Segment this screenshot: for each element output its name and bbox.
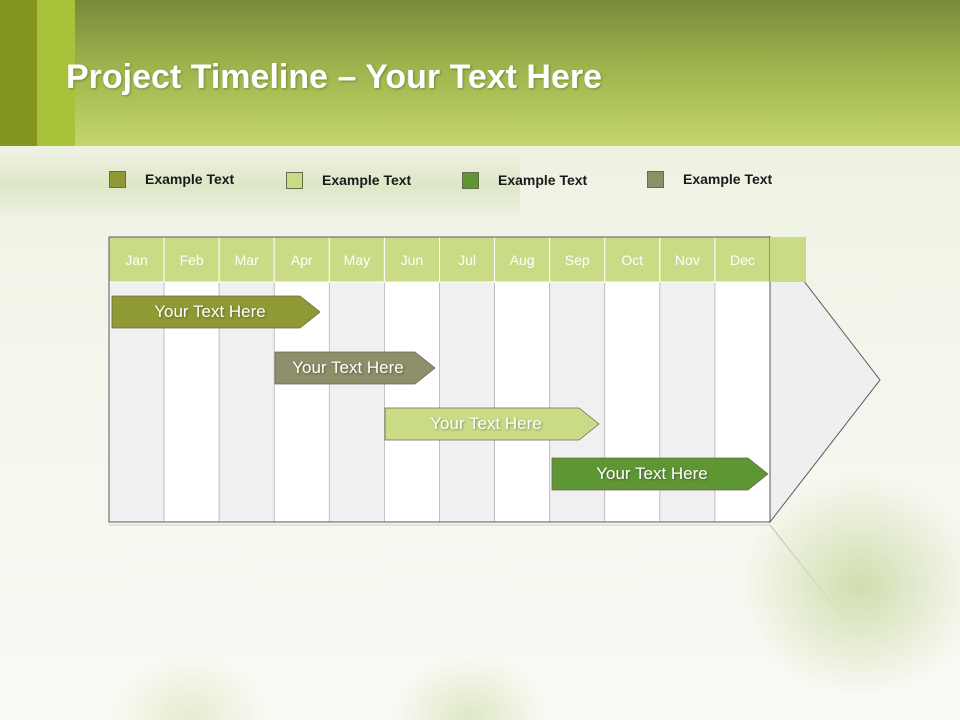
month-column — [384, 281, 440, 523]
month-label: Apr — [291, 252, 313, 268]
month-label: Jul — [458, 252, 476, 268]
month-header-cell — [604, 236, 661, 283]
month-label: Feb — [180, 252, 204, 268]
task-label: Your Text Here — [154, 302, 266, 321]
month-header-cell — [549, 236, 606, 283]
task-arrow — [111, 295, 321, 329]
month-column — [494, 281, 551, 523]
month-label: Jun — [401, 252, 424, 268]
header-accent-bar — [0, 0, 37, 146]
month-column — [328, 281, 385, 523]
task-label: Your Text Here — [430, 414, 542, 433]
timeline-frame — [108, 236, 770, 523]
month-header-cell — [714, 236, 771, 283]
timeline-reflection — [769, 524, 846, 621]
month-header-cell — [659, 236, 716, 283]
month-labels: Jan Feb Mar Apr May Jun Jul Aug Sep Oct Nov Dec — [125, 252, 755, 268]
legend-label: Example Text — [145, 171, 235, 187]
slide-title: Project Timeline – Your Text Here — [66, 58, 602, 97]
legend-label: Example Text — [498, 172, 588, 188]
month-label: Sep — [565, 252, 590, 268]
legend-label: Example Text — [322, 172, 412, 188]
month-label: May — [344, 252, 370, 268]
month-label: Nov — [675, 252, 700, 268]
month-label: Aug — [510, 252, 535, 268]
legend-swatch — [286, 172, 303, 189]
slide-title-bold: Project Timeline — [66, 58, 329, 96]
arrow-head-header — [770, 237, 806, 282]
slide-header: Project Timeline – Your Text Here — [0, 0, 960, 146]
month-label: Mar — [235, 252, 259, 268]
month-column — [439, 281, 495, 523]
task-arrow — [551, 457, 769, 491]
legend-swatch — [462, 172, 479, 189]
task-arrows — [111, 295, 769, 491]
month-header-cell — [439, 236, 496, 283]
slide-title-rest: – Your Text Here — [328, 58, 603, 96]
month-header-cell — [383, 236, 440, 283]
arrow-head — [769, 235, 881, 524]
legend-swatch — [109, 171, 126, 188]
month-label: Jan — [125, 252, 148, 268]
header-accent-bar — [37, 0, 75, 146]
month-header-cell — [328, 236, 385, 283]
task-label: Your Text Here — [292, 358, 404, 377]
background-celery-stalk — [0, 150, 520, 220]
task-arrow — [274, 351, 436, 385]
month-header-cell — [494, 236, 551, 283]
legend-swatch — [647, 171, 664, 188]
month-label: Dec — [730, 252, 755, 268]
month-label: Oct — [621, 252, 643, 268]
task-label: Your Text Here — [596, 464, 708, 483]
month-header-cell — [273, 236, 330, 283]
task-arrow — [384, 407, 600, 441]
legend-label: Example Text — [683, 171, 773, 187]
